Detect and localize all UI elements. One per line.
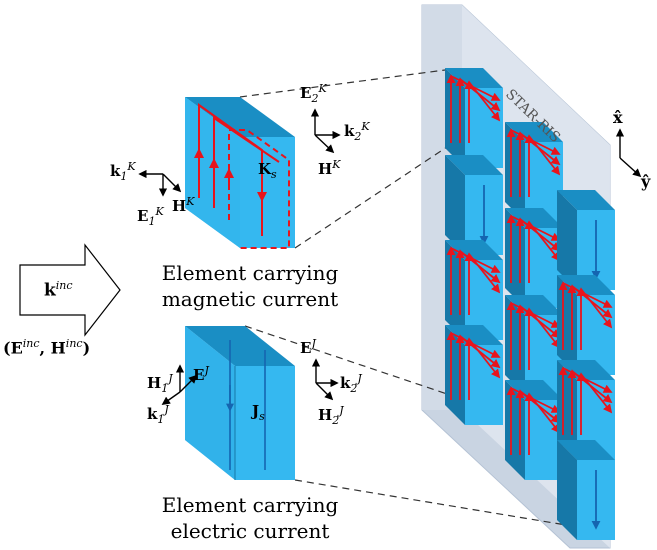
elec-h2-label: H2J xyxy=(318,404,344,427)
elec-e2-label: EJ xyxy=(300,337,316,357)
magnetic-element-cube xyxy=(185,97,295,249)
block-top xyxy=(505,380,563,400)
mag-h2-label: HK xyxy=(318,158,341,178)
global-axes xyxy=(615,128,642,178)
incident-arrow xyxy=(19,243,121,337)
block-top xyxy=(557,360,615,380)
magnetic-ris-element xyxy=(505,380,563,480)
ris-elements xyxy=(445,68,615,540)
elec-k1-label: k1J xyxy=(147,403,169,426)
magnetic-ris-element xyxy=(505,122,563,222)
magnetic-right-axes xyxy=(310,108,341,154)
block-top xyxy=(445,155,503,175)
electric-ris-element xyxy=(445,155,503,255)
electric-left-axes xyxy=(161,364,198,405)
mag-k2-label: k2K xyxy=(344,120,370,143)
incident-wave-vector: kinc xyxy=(44,279,73,301)
incident-fields: (Einc, Hinc) xyxy=(3,337,91,358)
magnetic-ris-element xyxy=(505,208,563,308)
magnetic-caption-line2: magnetic current xyxy=(161,287,339,311)
block-top xyxy=(557,190,615,210)
magnetic-ris-element xyxy=(445,68,503,168)
magnetic-ris-element xyxy=(445,240,503,340)
elec-h1-label: H1J xyxy=(147,372,173,395)
magnetic-caption: Element carrying magnetic current xyxy=(155,260,345,312)
electric-ris-element xyxy=(557,440,615,540)
magnetic-ris-element xyxy=(445,325,503,425)
block-side xyxy=(445,155,465,255)
magnetic-current-label: Ks xyxy=(258,160,277,181)
electric-caption-line1: Element carrying xyxy=(161,493,339,517)
magnetic-current-arrow xyxy=(528,393,561,434)
magnetic-current-arrow xyxy=(580,373,613,414)
block-top xyxy=(505,208,563,228)
magnetic-current-arrow xyxy=(580,288,613,329)
block-top xyxy=(445,240,503,260)
electric-caption: Element carrying electric current xyxy=(155,492,345,544)
mag-k1-label: k1K xyxy=(110,160,136,183)
block-side xyxy=(557,190,577,290)
electric-ris-element xyxy=(557,190,615,290)
y-axis-label: ŷ xyxy=(641,172,651,191)
magnetic-current-arrow xyxy=(468,253,501,294)
block-top xyxy=(505,295,563,315)
block-top xyxy=(445,325,503,345)
magnetic-ris-element xyxy=(505,295,563,395)
magnetic-caption-line1: Element carrying xyxy=(161,261,339,285)
block-top xyxy=(557,275,615,295)
block-top xyxy=(505,122,563,142)
mag-e1-label: E1K xyxy=(137,205,164,228)
electric-element-cube xyxy=(185,326,295,480)
magnetic-current-arrow xyxy=(468,81,501,122)
magnetic-ris-element xyxy=(557,275,615,375)
magnetic-current-arrow xyxy=(528,221,561,262)
block-top xyxy=(557,440,615,460)
electric-right-axes xyxy=(311,358,339,401)
electric-caption-line2: electric current xyxy=(170,519,330,543)
mag-h-label: HK xyxy=(172,195,195,215)
elec-e-label: EJ xyxy=(193,364,209,384)
block-side xyxy=(557,440,577,540)
block-top xyxy=(445,68,503,88)
magnetic-left-axes xyxy=(138,169,182,197)
electric-current-label: Js xyxy=(252,402,265,423)
mag-e2-label: E2K xyxy=(300,82,327,105)
elec-k2-label: k2J xyxy=(340,372,362,395)
magnetic-current-arrow xyxy=(468,338,501,379)
x-axis-label: x̂ xyxy=(613,108,623,127)
magnetic-current-arrow xyxy=(528,308,561,349)
magnetic-current-arrow xyxy=(528,135,561,176)
